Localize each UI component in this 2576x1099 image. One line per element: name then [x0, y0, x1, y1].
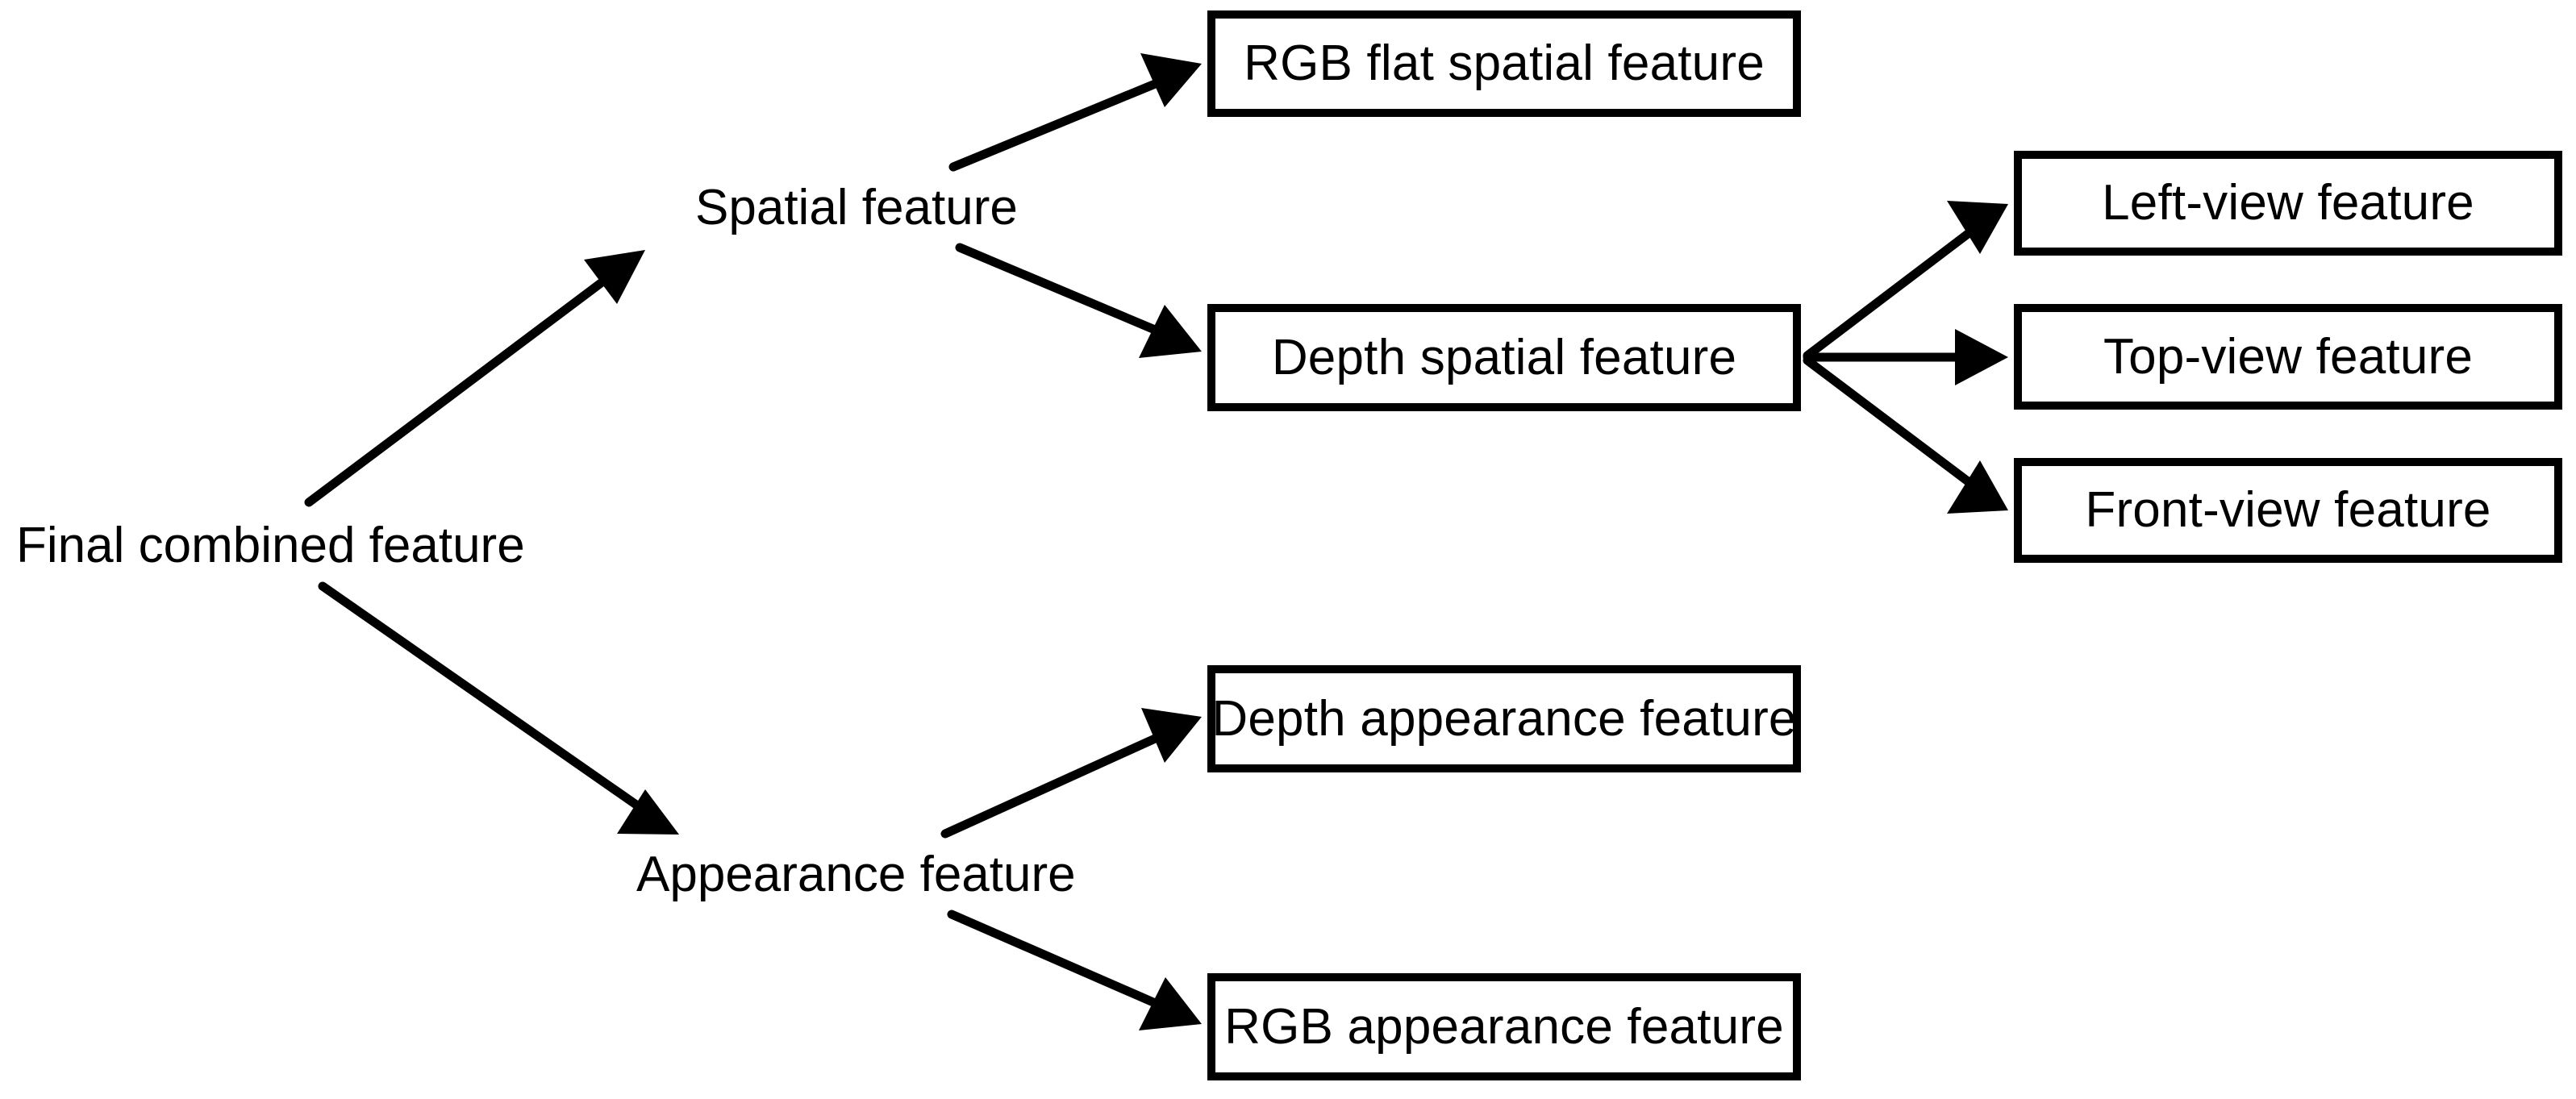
edge-depth-spatial-to-top-view [1803, 329, 2008, 385]
node-label-rgb-flat-spatial-feature: RGB flat spatial feature [1244, 35, 1765, 91]
edge-final-to-spatial [304, 250, 645, 507]
node-final-combined-feature[interactable]: Final combined feature [11, 521, 530, 571]
node-label-top-view-feature: Top-view feature [2103, 328, 2474, 385]
node-box-depth-spatial-feature[interactable]: Depth spatial feature [1207, 304, 1801, 411]
node-appearance-feature[interactable]: Appearance feature [631, 850, 1081, 900]
node-spatial-feature[interactable]: Spatial feature [690, 183, 1023, 233]
node-label-rgb-appearance-feature: RGB appearance feature [1224, 998, 1784, 1055]
node-box-left-view-feature[interactable]: Left-view feature [2014, 151, 2562, 256]
edge-depth-spatial-to-front-view [1803, 356, 2008, 514]
edge-appearance-to-depth-appearance [940, 708, 1202, 839]
node-box-rgb-appearance-feature[interactable]: RGB appearance feature [1207, 973, 1801, 1080]
edge-final-to-appearance [318, 581, 679, 835]
edge-appearance-to-rgb-appearance [947, 910, 1202, 1030]
edge-depth-spatial-to-left-view [1803, 201, 2008, 360]
node-label-left-view-feature: Left-view feature [2102, 175, 2474, 231]
edge-spatial-to-rgb-flat [948, 53, 1202, 172]
node-label-depth-spatial-feature: Depth spatial feature [1271, 329, 1737, 385]
node-box-top-view-feature[interactable]: Top-view feature [2014, 304, 2562, 410]
node-box-depth-appearance-feature[interactable]: Depth appearance feature [1207, 665, 1801, 772]
node-label-depth-appearance-feature: Depth appearance feature [1211, 690, 1797, 747]
edge-spatial-to-depth-spatial [955, 243, 1202, 358]
node-box-rgb-flat-spatial-feature[interactable]: RGB flat spatial feature [1207, 10, 1801, 117]
node-label-front-view-feature: Front-view feature [2085, 482, 2491, 538]
node-box-front-view-feature[interactable]: Front-view feature [2014, 458, 2562, 563]
